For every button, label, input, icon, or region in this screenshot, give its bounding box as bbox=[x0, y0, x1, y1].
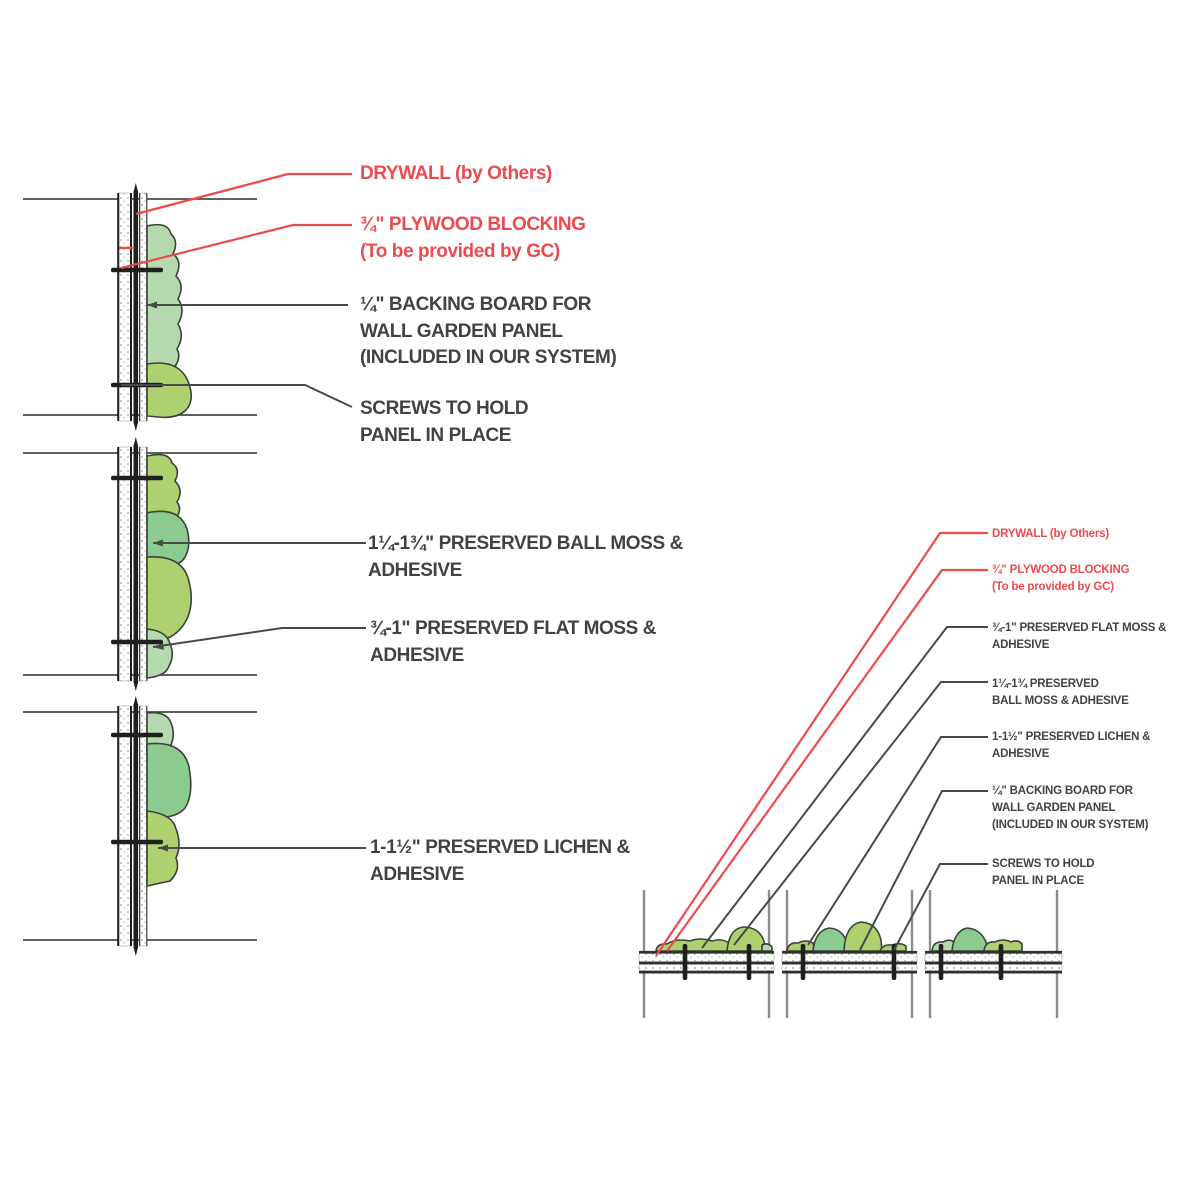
leader-drywall bbox=[655, 531, 988, 957]
label-line: (To be provided by GC) bbox=[992, 581, 1114, 593]
label-line: ¾" PLYWOOD BLOCKING bbox=[360, 214, 586, 235]
wall-section-view bbox=[23, 172, 366, 956]
section-leader-lines bbox=[119, 172, 366, 852]
label-line: ADHESIVE bbox=[368, 559, 462, 581]
screw bbox=[111, 639, 163, 645]
label-lichen: 1-1½" PRESERVED LICHEN & ADHESIVE bbox=[992, 729, 1150, 763]
label-drywall: DRYWALL (by Others) bbox=[360, 161, 552, 188]
label-backing-board: ¼" BACKING BOARD FOR WALL GARDEN PANEL (… bbox=[992, 783, 1148, 834]
leader-screws bbox=[121, 384, 353, 408]
label-line: (INCLUDED IN OUR SYSTEM) bbox=[360, 347, 617, 368]
leader-plywood bbox=[666, 568, 988, 952]
plywood-layer bbox=[133, 445, 139, 683]
screw bbox=[998, 944, 1004, 980]
leader-drywall bbox=[135, 172, 352, 216]
label-plywood-blocking: ¾" PLYWOOD BLOCKING (To be provided by G… bbox=[360, 212, 586, 265]
label-line: SCREWS TO HOLD bbox=[992, 858, 1095, 870]
label-line: 1¼-1¾" PRESERVED BALL MOSS & bbox=[368, 533, 683, 554]
leader-backing-board bbox=[859, 790, 988, 951]
label-line: ADHESIVE bbox=[370, 644, 464, 666]
ball-moss-shape bbox=[843, 921, 883, 952]
garden-panel-1 bbox=[638, 890, 775, 1018]
screw bbox=[111, 839, 163, 845]
label-flat-moss: ¾-1" PRESERVED FLAT MOSS & ADHESIVE bbox=[992, 620, 1166, 654]
lichen-shape bbox=[146, 453, 181, 522]
label-flat-moss: ¾-1" PRESERVED FLAT MOSS & ADHESIVE bbox=[370, 616, 657, 669]
label-line: 1¼-1¾ PRESERVED bbox=[992, 678, 1099, 690]
label-screws: SCREWS TO HOLD PANEL IN PLACE bbox=[360, 396, 529, 449]
screw bbox=[746, 944, 752, 980]
screw bbox=[682, 944, 688, 980]
flat-moss-shape bbox=[761, 943, 773, 952]
label-plywood-blocking: ¾" PLYWOOD BLOCKING (To be provided by G… bbox=[992, 562, 1130, 596]
drywall-layer bbox=[118, 446, 132, 682]
leader-ball-moss bbox=[733, 681, 988, 946]
screw bbox=[938, 944, 944, 980]
label-line: ¾-1" PRESERVED FLAT MOSS & bbox=[992, 622, 1167, 634]
backing-board-layer bbox=[139, 446, 148, 682]
backing-board-layer bbox=[139, 705, 148, 947]
label-line: ADHESIVE bbox=[992, 748, 1050, 760]
label-line: WALL GARDEN PANEL bbox=[992, 802, 1116, 814]
label-ball-moss: 1¼-1¾ PRESERVED BALL MOSS & ADHESIVE bbox=[992, 676, 1129, 710]
label-line: 1-1½" PRESERVED LICHEN & bbox=[992, 731, 1151, 743]
plan-leader-lines bbox=[655, 531, 988, 957]
label-line: WALL GARDEN PANEL bbox=[360, 320, 563, 342]
ball-moss-shape bbox=[146, 742, 192, 819]
screw bbox=[111, 267, 163, 273]
ball-moss-shape bbox=[146, 362, 193, 419]
label-drywall: DRYWALL (by Others) bbox=[992, 526, 1109, 543]
label-line: ¼" BACKING BOARD FOR bbox=[360, 294, 592, 315]
label-line: PANEL IN PLACE bbox=[360, 424, 511, 446]
ball-moss-shape bbox=[812, 927, 848, 952]
screw bbox=[111, 732, 163, 738]
screw bbox=[891, 944, 897, 980]
label-line: (INCLUDED IN OUR SYSTEM) bbox=[992, 819, 1149, 831]
label-line: PANEL IN PLACE bbox=[992, 875, 1084, 887]
drywall-layer bbox=[118, 705, 132, 947]
wall-section-top bbox=[23, 183, 257, 431]
label-line: ADHESIVE bbox=[992, 639, 1050, 651]
ball-moss-shape bbox=[726, 926, 766, 952]
plywood-layer bbox=[133, 191, 139, 423]
leader-flat-moss bbox=[701, 626, 988, 949]
plywood-layer bbox=[133, 704, 139, 948]
flat-moss-shape bbox=[146, 223, 183, 372]
label-line: SCREWS TO HOLD bbox=[360, 398, 529, 419]
label-backing-board: ¼" BACKING BOARD FOR WALL GARDEN PANEL (… bbox=[360, 292, 617, 372]
garden-panel-2 bbox=[781, 890, 918, 1018]
wall-section-bottom bbox=[23, 696, 257, 956]
screw bbox=[111, 475, 163, 481]
wall-section-middle bbox=[23, 437, 257, 691]
label-line: DRYWALL (by Others) bbox=[992, 528, 1109, 540]
ball-moss-shape bbox=[951, 927, 988, 952]
label-line: 1-1½" PRESERVED LICHEN & bbox=[370, 837, 630, 858]
label-line: ADHESIVE bbox=[370, 863, 464, 885]
leader-lichen bbox=[807, 736, 988, 946]
label-line: ¼" BACKING BOARD FOR bbox=[992, 785, 1133, 797]
label-line: BALL MOSS & ADHESIVE bbox=[992, 695, 1129, 707]
panel-plan-view bbox=[638, 531, 1063, 1018]
label-ball-moss: 1¼-1¾" PRESERVED BALL MOSS & ADHESIVE bbox=[368, 531, 683, 584]
leader-screws bbox=[893, 863, 988, 951]
label-lichen: 1-1½" PRESERVED LICHEN & ADHESIVE bbox=[370, 835, 630, 888]
leader-flat-moss bbox=[152, 627, 366, 648]
label-screws: SCREWS TO HOLD PANEL IN PLACE bbox=[992, 856, 1095, 890]
ball-moss-shape bbox=[146, 556, 193, 642]
label-line: DRYWALL (by Others) bbox=[360, 163, 552, 184]
garden-panel-3 bbox=[924, 890, 1063, 1018]
label-line: ¾" PLYWOOD BLOCKING bbox=[992, 564, 1130, 576]
leader-plywood bbox=[120, 223, 352, 270]
screw bbox=[800, 944, 806, 980]
label-line: (To be provided by GC) bbox=[360, 240, 560, 262]
label-line: ¾-1" PRESERVED FLAT MOSS & bbox=[370, 618, 657, 639]
